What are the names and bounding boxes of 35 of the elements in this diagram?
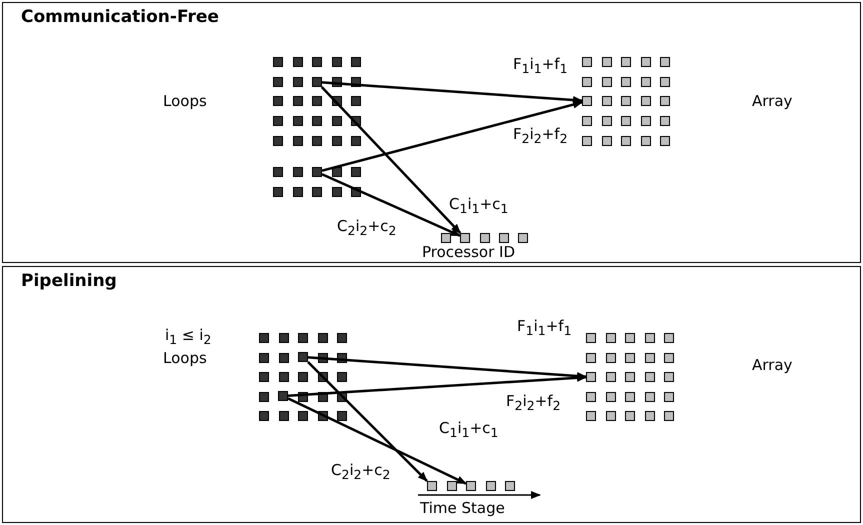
array-label: Array	[752, 357, 792, 374]
arrow	[288, 374, 587, 397]
grid-square	[312, 77, 322, 87]
panel-title: Communication-Free	[21, 7, 219, 27]
ordering-condition: i$_{1}$ ≤ i$_{2}$	[165, 327, 212, 348]
grid-square	[298, 352, 308, 362]
loops-label: Loops	[163, 350, 207, 368]
grid-square	[278, 391, 288, 401]
edge-label: F$_{2}$i$_{2}$+f$_{2}$	[505, 393, 562, 413]
edge-label: C$_{2}$i$_{2}$+c$_{2}$	[330, 462, 392, 482]
edge-label: C$_{2}$i$_{2}$+c$_{2}$	[336, 218, 398, 238]
arrow	[307, 361, 428, 482]
grid-square	[586, 372, 596, 382]
panel-title: Pipelining	[21, 271, 117, 291]
arrow	[322, 173, 461, 237]
edge-label: C$_{1}$i$_{1}$+c$_{1}$	[438, 420, 500, 440]
axis-label: Processor ID	[422, 244, 515, 262]
grid-square	[460, 233, 470, 243]
edge-label: F$_{2}$i$_{2}$+f$_{2}$	[512, 126, 569, 146]
edge-label: F$_{1}$i$_{1}$+f$_{1}$	[516, 318, 573, 338]
array-label: Array	[752, 93, 792, 110]
loops-label: Loops	[163, 93, 207, 110]
arrow	[287, 397, 467, 485]
axis-label: Time Stage	[420, 500, 505, 518]
arrow	[322, 81, 583, 104]
panel	[2, 266, 861, 523]
arrow	[322, 100, 583, 172]
grid-square	[582, 96, 592, 106]
grid-square	[312, 167, 322, 177]
grid-square	[427, 481, 437, 491]
grid-square	[466, 481, 476, 491]
edge-label: C$_{1}$i$_{1}$+c$_{1}$	[448, 196, 510, 216]
panel	[2, 2, 861, 263]
arrow	[320, 86, 462, 234]
edge-label: F$_{1}$i$_{1}$+f$_{1}$	[512, 56, 569, 76]
